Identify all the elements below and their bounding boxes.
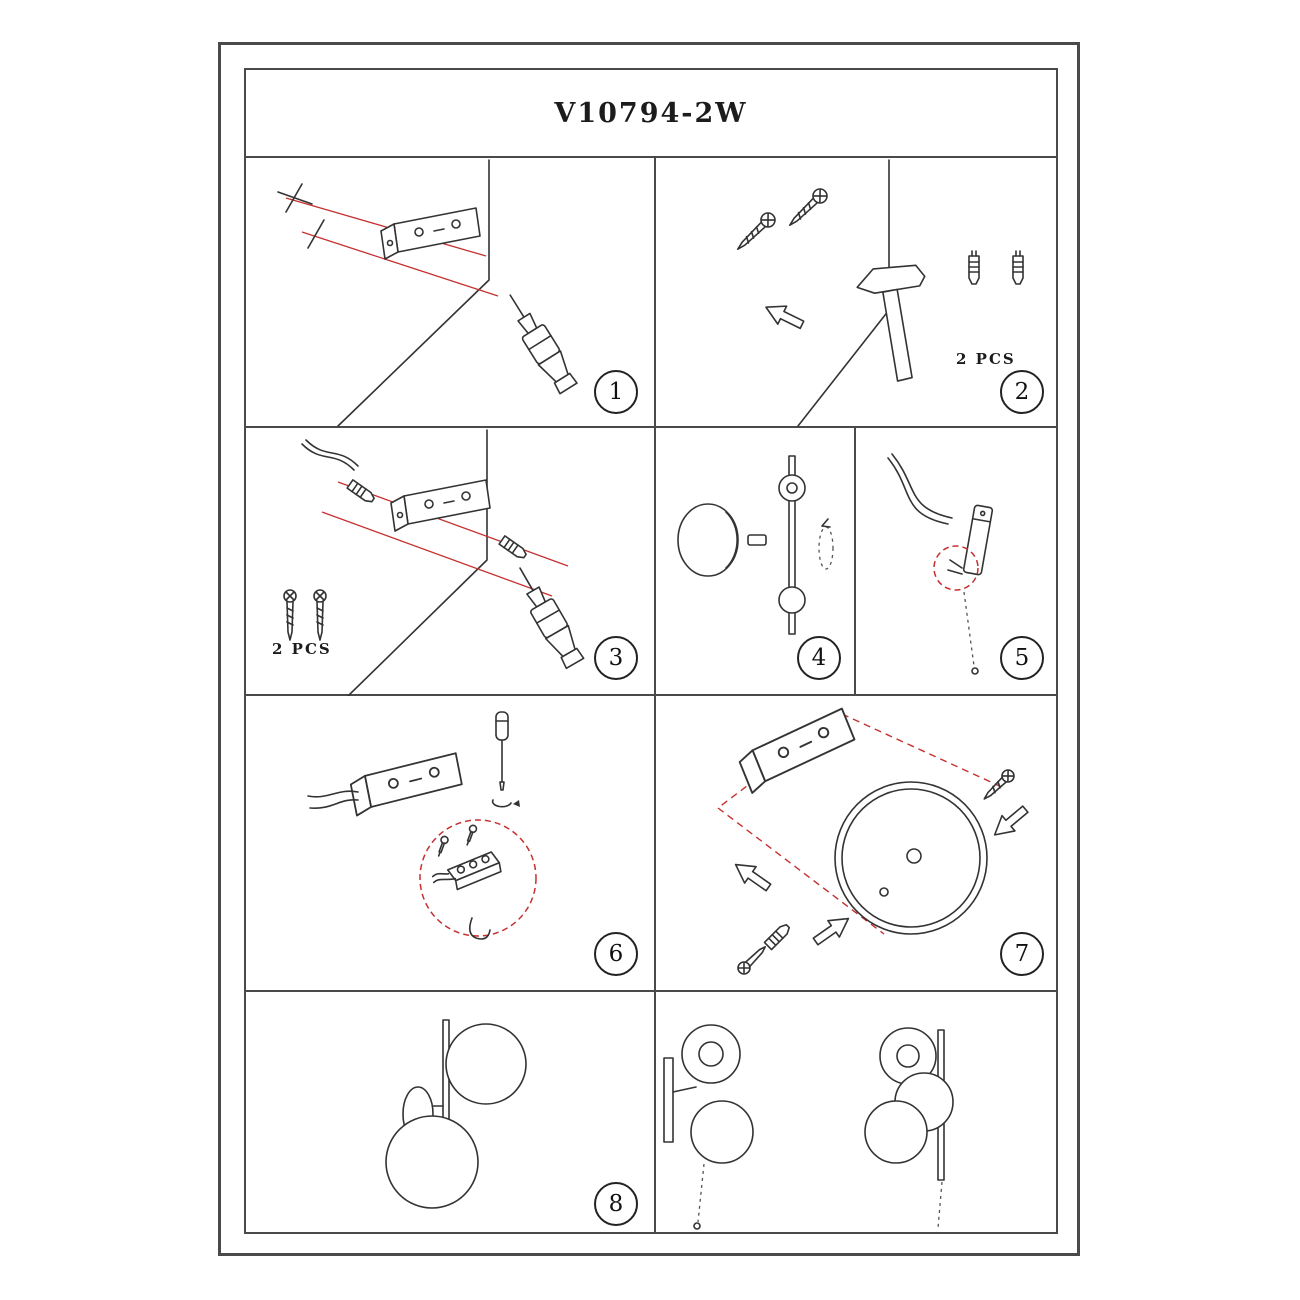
step-number: 3 — [608, 645, 624, 671]
finished-product-illustration — [663, 1024, 954, 1230]
quantity-label: 2 PCS — [272, 640, 332, 658]
wall-anchor-icon — [498, 535, 527, 559]
step-6-illustration — [307, 711, 537, 940]
screw-icon — [983, 769, 1015, 800]
header: V10794-2W — [246, 70, 1056, 158]
highlight-circle — [933, 545, 979, 591]
highlight-circle — [419, 819, 537, 937]
step-number-badge: 2 — [1000, 370, 1044, 414]
screw-icon — [737, 945, 767, 975]
step-number-badge: 7 — [1000, 932, 1044, 976]
mounting-bracket-icon — [349, 752, 463, 817]
screwdriver-icon — [491, 711, 520, 808]
step-number: 2 — [1014, 379, 1030, 405]
arrow-icon — [734, 863, 772, 892]
step-number: 1 — [608, 379, 624, 405]
page-border: V10794-2W — [218, 42, 1080, 1256]
mounting-bracket-icon — [738, 707, 856, 794]
step-3-illustration — [283, 429, 585, 696]
step-number: 7 — [1014, 941, 1030, 967]
step-2-illustration — [736, 159, 1024, 427]
wall-edge-line — [347, 429, 488, 696]
inner-border: V10794-2W — [244, 68, 1058, 1234]
mounting-bracket-icon — [390, 479, 491, 532]
wall-plate-icon — [962, 504, 994, 576]
screw-icon — [736, 212, 776, 250]
drill-icon — [519, 567, 585, 670]
wall-anchor-icon — [346, 479, 375, 503]
wall-anchor-icon — [968, 250, 980, 285]
alignment-guide-lines — [277, 183, 499, 297]
step-6-panel: 6 — [246, 696, 656, 992]
step-8-panel: 8 — [246, 992, 656, 1232]
finished-lamp-side — [864, 1027, 954, 1229]
step-number-badge: 5 — [1000, 636, 1044, 680]
wall-lamp-icon — [385, 1019, 527, 1209]
step-1-panel: 1 — [246, 158, 656, 428]
quantity-label: 2 PCS — [956, 350, 1016, 368]
arrow-icon — [812, 917, 850, 946]
step-7-illustration — [717, 707, 1029, 975]
finished-product-panel — [656, 992, 1056, 1232]
arrow-icon — [993, 805, 1029, 836]
step-number: 5 — [1014, 645, 1030, 671]
mounting-bracket-icon — [380, 207, 481, 260]
finished-lamp-front — [663, 1024, 754, 1230]
hook-icon — [468, 917, 491, 940]
canopy-icon — [677, 503, 739, 577]
step-number-badge: 8 — [594, 1182, 638, 1226]
model-number-title: V10794-2W — [554, 97, 748, 129]
pin-screw-icon — [747, 534, 767, 546]
rotation-arrow-icon — [818, 518, 834, 570]
alignment-guide-lines — [337, 481, 569, 567]
step-number-badge: 4 — [797, 636, 841, 680]
step-4-panel: 4 — [656, 428, 856, 696]
step-8-illustration — [385, 1019, 527, 1209]
screw-icon — [313, 589, 327, 641]
step-number: 8 — [608, 1191, 624, 1217]
hammer-icon — [856, 264, 926, 382]
wire-icon — [887, 453, 953, 525]
step-7-panel: 7 — [656, 696, 1056, 992]
step-5-panel: 5 — [856, 428, 1056, 696]
wall-anchor-icon — [763, 923, 791, 951]
pull-chain-icon — [697, 1163, 705, 1223]
step-number: 6 — [608, 941, 624, 967]
step-number-badge: 6 — [594, 932, 638, 976]
pull-chain-icon — [937, 1181, 943, 1229]
step-4-illustration — [677, 455, 834, 635]
step-3-panel: 2 PCS 3 — [246, 428, 656, 696]
step-number-badge: 3 — [594, 636, 638, 680]
step-2-panel: 2 PCS 2 — [656, 158, 1056, 428]
pull-chain-icon — [963, 591, 975, 667]
canopy-icon — [834, 781, 988, 935]
terminal-block-icon — [431, 824, 502, 891]
connector-icon — [947, 559, 963, 575]
wire-icon — [307, 790, 359, 809]
wire-icon — [301, 439, 359, 471]
screw-icon — [283, 589, 297, 641]
wall-anchor-icon — [1012, 250, 1024, 285]
wall-edge-line — [337, 159, 490, 427]
lamp-bar-icon — [778, 455, 806, 635]
step-number: 4 — [811, 645, 827, 671]
screw-icon — [788, 188, 828, 226]
arrow-icon — [765, 305, 805, 330]
drill-icon — [509, 294, 578, 395]
step-5-illustration — [887, 453, 994, 675]
step-1-illustration — [277, 159, 578, 427]
step-number-badge: 1 — [594, 370, 638, 414]
